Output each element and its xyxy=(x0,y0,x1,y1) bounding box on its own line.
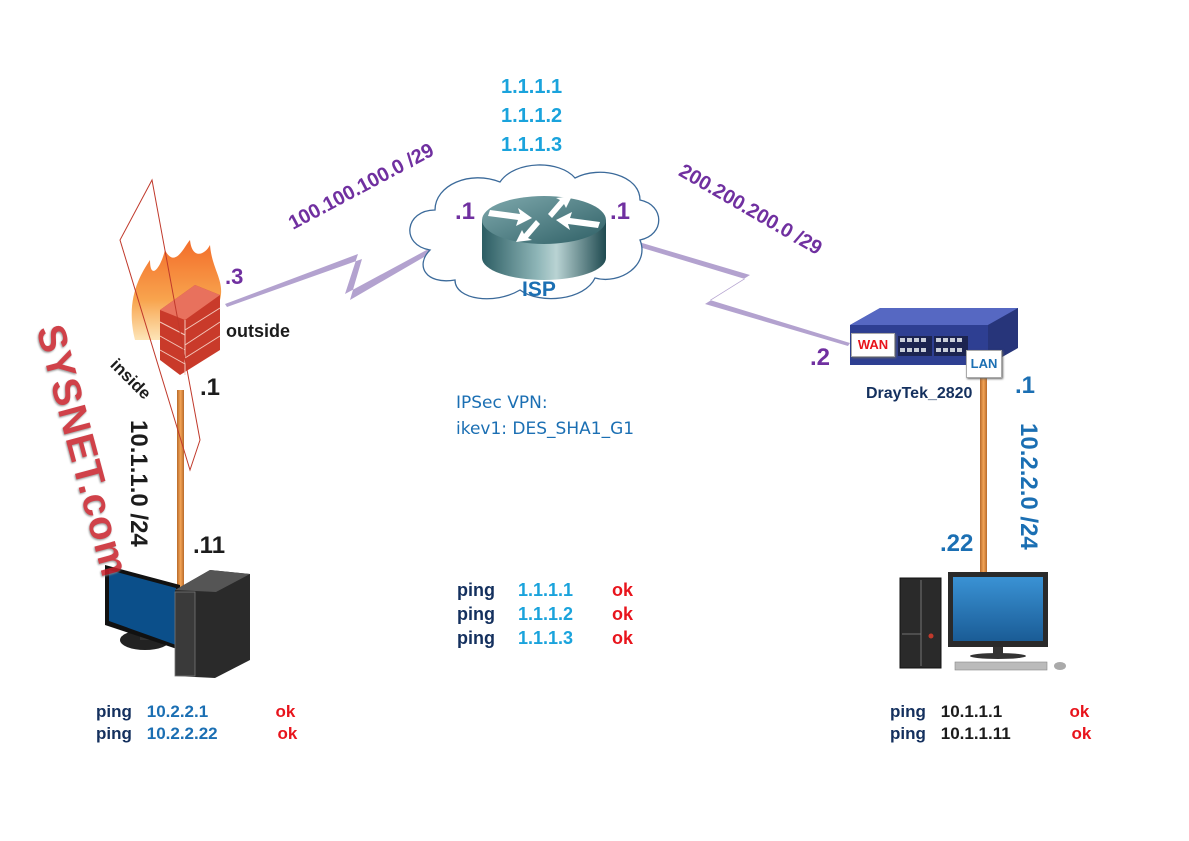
isp-left-interface: .1 xyxy=(455,198,476,225)
ping-row: ping 10.1.1.1 ok xyxy=(890,701,1091,723)
ping-target: 1.1.1.3 xyxy=(518,628,574,648)
ping-result: ok xyxy=(1071,724,1092,743)
vpn-info: IPSec VPN: ikev1: DES_SHA1_G1 xyxy=(456,390,634,442)
vpn-line-1: IPSec VPN: xyxy=(456,393,548,413)
ping-target: 1.1.1.2 xyxy=(518,604,574,624)
ping-result: ok xyxy=(277,724,298,743)
left-pc-icon xyxy=(105,565,250,678)
right-ping-results: ping 10.1.1.1 ok ping 10.1.1.11 ok xyxy=(890,701,1091,745)
isp-router-icon xyxy=(482,196,606,280)
ping-target: 10.1.1.11 xyxy=(940,724,1011,743)
ping-cmd: ping xyxy=(457,628,495,648)
ping-result: ok xyxy=(612,604,634,624)
ping-cmd: ping xyxy=(890,702,926,721)
ping-row: ping 1.1.1.3 ok xyxy=(457,626,633,650)
isp-public-ip-1: 1.1.1.1 xyxy=(501,76,563,98)
ping-target: 1.1.1.1 xyxy=(518,580,574,600)
ping-row: ping 1.1.1.1 ok xyxy=(457,578,633,602)
ping-result: ok xyxy=(275,702,296,721)
isp-public-ip-3: 1.1.1.3 xyxy=(501,134,563,156)
firewall-inside-interface: .1 xyxy=(200,374,221,401)
left-lan-subnet: 10.1.1.0 /24 xyxy=(125,420,152,547)
left-lan-cable xyxy=(177,390,184,590)
ping-row: ping 1.1.1.2 ok xyxy=(457,602,633,626)
left-pc-interface: .11 xyxy=(193,532,226,559)
ping-row: ping 10.2.2.22 ok xyxy=(96,723,297,745)
right-pc-icon xyxy=(899,572,1066,671)
firewall-outside-label: outside xyxy=(226,321,291,341)
ping-row: ping 10.2.2.1 ok xyxy=(96,701,297,723)
ping-cmd: ping xyxy=(96,724,132,743)
draytek-router-icon xyxy=(850,308,1018,365)
right-lan-subnet: 10.2.2.0 /24 xyxy=(1015,423,1042,550)
ping-cmd: ping xyxy=(457,580,495,600)
ping-cmd: ping xyxy=(890,724,926,743)
draytek-wan-port: WAN xyxy=(851,333,895,357)
isp-right-interface: .1 xyxy=(610,198,631,225)
vpn-line-2: ikev1: DES_SHA1_G1 xyxy=(456,419,635,439)
center-ping-results: ping 1.1.1.1 ok ping 1.1.1.2 ok ping 1.1… xyxy=(457,578,633,650)
ping-cmd: ping xyxy=(96,702,132,721)
lan-port-label: LAN xyxy=(970,356,998,371)
draytek-name: DrayTek_2820 xyxy=(866,385,973,402)
wan-port-label: WAN xyxy=(857,337,889,352)
firewall-icon xyxy=(119,178,222,472)
isp-public-ip-2: 1.1.1.2 xyxy=(501,105,563,127)
ping-result: ok xyxy=(1069,702,1090,721)
ping-target: 10.2.2.1 xyxy=(146,702,209,721)
right-pc-interface: .22 xyxy=(940,530,974,557)
draytek-wan-interface: .2 xyxy=(810,344,831,371)
ping-result: ok xyxy=(612,580,634,600)
ping-row: ping 10.1.1.11 ok xyxy=(890,723,1091,745)
draytek-lan-port: LAN xyxy=(966,350,1002,378)
left-ping-results: ping 10.2.2.1 ok ping 10.2.2.22 ok xyxy=(96,701,297,745)
right-lan-cable xyxy=(980,370,987,575)
isp-label: ISP xyxy=(522,278,556,301)
firewall-outside-interface: .3 xyxy=(225,264,244,289)
draytek-lan-interface: .1 xyxy=(1015,372,1036,399)
ping-result: ok xyxy=(612,628,634,648)
ping-cmd: ping xyxy=(457,604,495,624)
ping-target: 10.2.2.22 xyxy=(146,724,218,743)
ping-target: 10.1.1.1 xyxy=(940,702,1003,721)
